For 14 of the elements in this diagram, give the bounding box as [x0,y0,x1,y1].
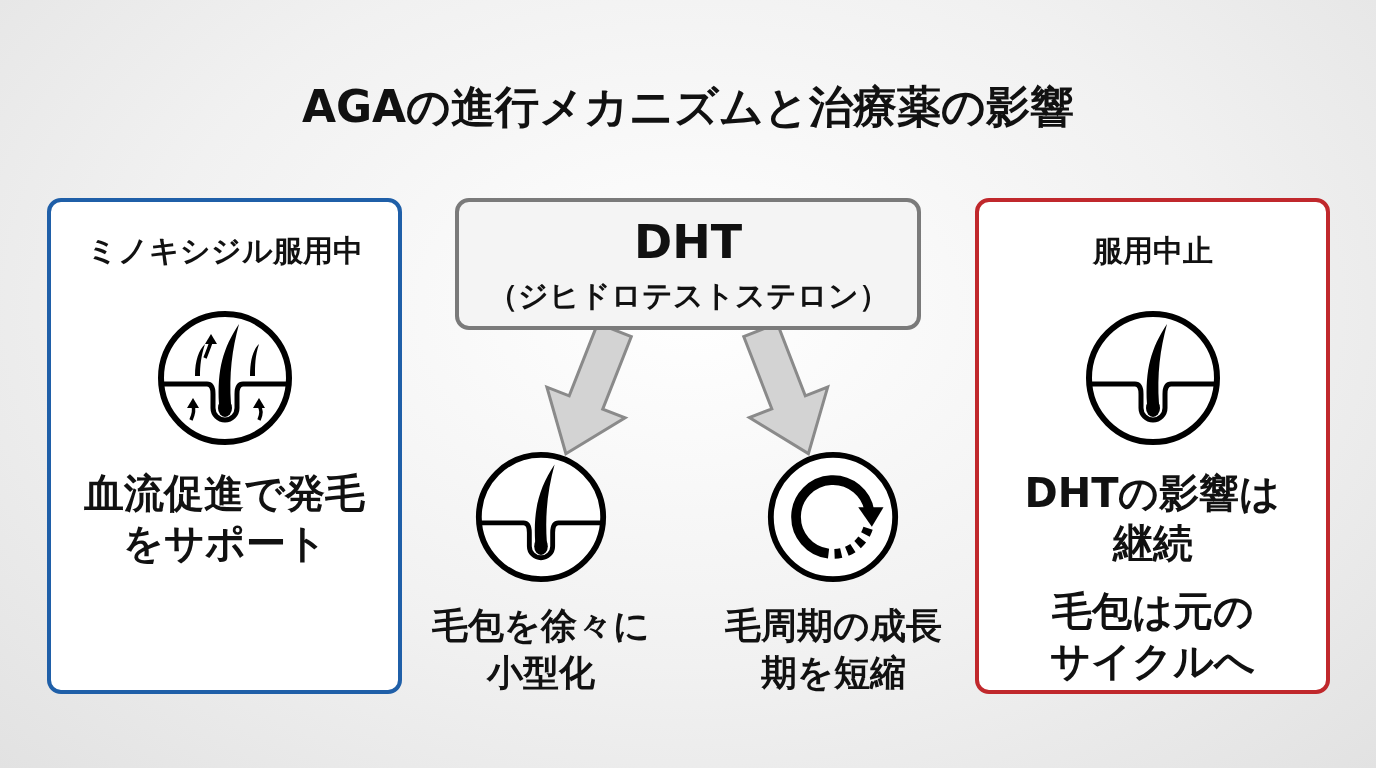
term-box [455,198,921,330]
panel-text: DHTの影響は継続 [1023,468,1282,568]
title: AGAの進行メカニズムと治療薬の影響 [300,80,1076,134]
node-label: 毛包を徐々に小型化 [431,604,651,695]
panel-text: 血流促進で発毛をサポート [83,468,366,568]
panel-heading: ミノキシジル服用中 [86,232,363,270]
node-label: 毛周期の成長期を短縮 [723,604,943,695]
panel-heading: 服用中止 [1092,232,1213,270]
info-panel [47,198,402,694]
info-panel [975,198,1330,694]
hair-follicle-icon [473,449,609,585]
term-heading: DHT [633,213,743,271]
panel-text: 毛包は元のサイクルへ [1049,586,1256,686]
term-subtitle: （ジヒドロテストステロン） [487,277,889,315]
